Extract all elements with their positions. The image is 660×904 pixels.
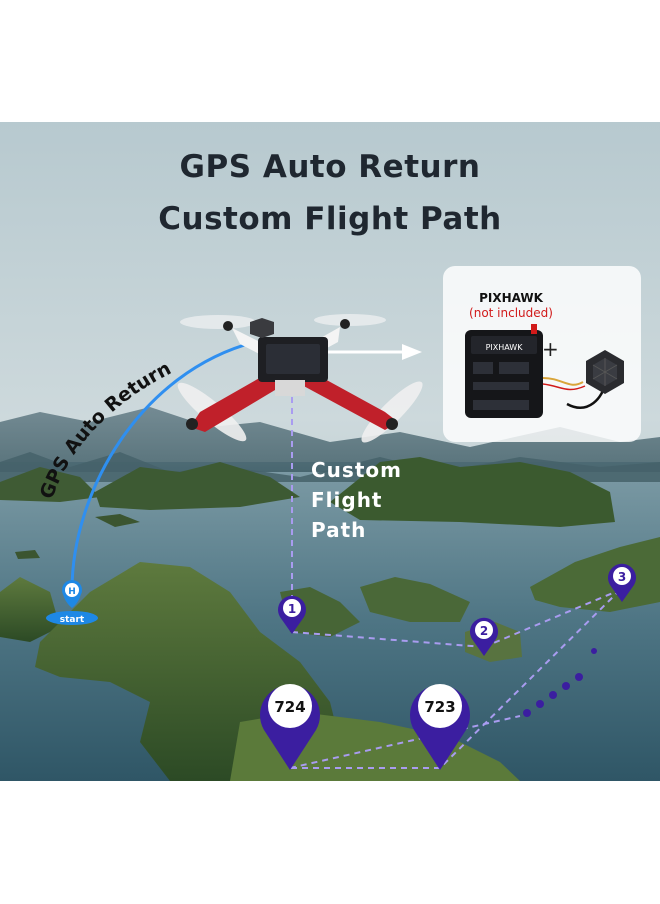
waypoint-724-label: 724 — [274, 698, 305, 716]
mid-island-left — [95, 462, 300, 510]
pixhawk-card: PIXHAWK (not included) + PIXHAWK — [443, 266, 641, 442]
custom-label-line-1: Custom — [311, 458, 402, 482]
waypoint-723: 723 — [409, 684, 470, 770]
scene-illustration: GPS Auto Return — [0, 122, 660, 781]
mid-island-far-left — [0, 467, 100, 502]
home-marker: H start — [46, 580, 98, 625]
home-marker-letter: H — [68, 587, 76, 597]
islet-left — [0, 577, 60, 642]
custom-label-line-3: Path — [311, 518, 367, 542]
islet-mid — [360, 577, 470, 622]
plus-sign: + — [542, 337, 559, 361]
pixhawk-board: PIXHAWK — [465, 324, 543, 418]
rock-2 — [15, 550, 40, 559]
waypoint-724: 724 — [260, 684, 321, 770]
mid-island-right — [330, 457, 615, 527]
pixhawk-hardware: PIXHAWK — [465, 324, 624, 418]
return-arc — [70, 340, 256, 591]
drone-illustration — [177, 314, 423, 443]
trail-dots — [523, 648, 597, 717]
title-line-1: GPS Auto Return — [179, 149, 481, 185]
waypoint-3: 3 — [608, 563, 636, 602]
waypoint-1: 1 — [278, 595, 307, 634]
gps-module — [586, 350, 624, 394]
waypoint-2-label: 2 — [480, 624, 488, 638]
arrow-icon — [322, 344, 422, 360]
pixhawk-note: (not included) — [469, 306, 553, 320]
rock-1 — [95, 514, 140, 527]
waypoint-2: 2 — [470, 617, 498, 656]
custom-label-line-2: Flight — [311, 488, 383, 512]
waypoint-3-label: 3 — [618, 570, 626, 584]
distant-mountains — [0, 407, 660, 472]
flight-path — [289, 397, 621, 769]
title-line-2: Custom Flight Path — [158, 201, 502, 237]
waypoint-1-label: 1 — [288, 602, 296, 616]
custom-flight-path-label: Custom Flight Path — [311, 455, 402, 545]
board-text: PIXHAWK — [486, 343, 524, 352]
waypoint-723-label: 723 — [424, 698, 455, 716]
home-marker-label: start — [60, 615, 85, 625]
aerial-scene-photo: GPS Auto Return — [0, 122, 660, 781]
pixhawk-name: PIXHAWK — [479, 291, 543, 305]
